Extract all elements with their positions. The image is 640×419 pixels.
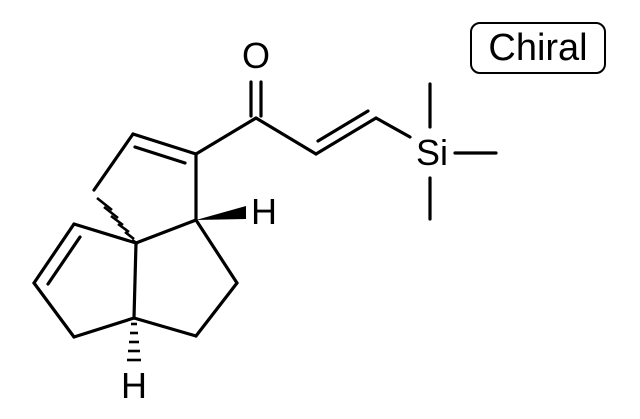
bond-vinyl-double-1 (314, 116, 378, 156)
hydrogen-upper-label: H (251, 191, 277, 232)
hydrogen-lower-label: H (121, 365, 147, 406)
bond-ring-b-1 (194, 218, 239, 285)
silicon-label: Si (415, 132, 449, 173)
bond-carbonyl-vinyl (254, 116, 318, 156)
bond-ring-a-4 (134, 218, 198, 245)
bond-ring-c-4 (72, 316, 136, 339)
wedge-upper-h (196, 206, 246, 220)
chiral-badge: Chiral (470, 22, 606, 74)
bond-vinyl-double-2 (316, 109, 370, 143)
hashed-wedge-lower-h (127, 322, 141, 362)
bond-ring-a-2 (92, 132, 135, 192)
bond-ring-c-3 (32, 281, 76, 339)
bond-ring-a-1b (133, 145, 187, 165)
bond-ring-a-1 (131, 132, 198, 156)
bond-carbonyl-ring (194, 116, 258, 156)
bond-ring-c-2b (46, 235, 82, 286)
bond-ring-b-2 (194, 281, 239, 338)
bond-ring-c-2 (32, 222, 76, 285)
bond-ring-b-4 (132, 241, 138, 320)
bond-vinyl-si (374, 116, 412, 139)
oxygen-label: O (241, 35, 271, 76)
bond-ring-b-3 (132, 316, 198, 338)
bond-ring-c-1 (72, 222, 138, 245)
